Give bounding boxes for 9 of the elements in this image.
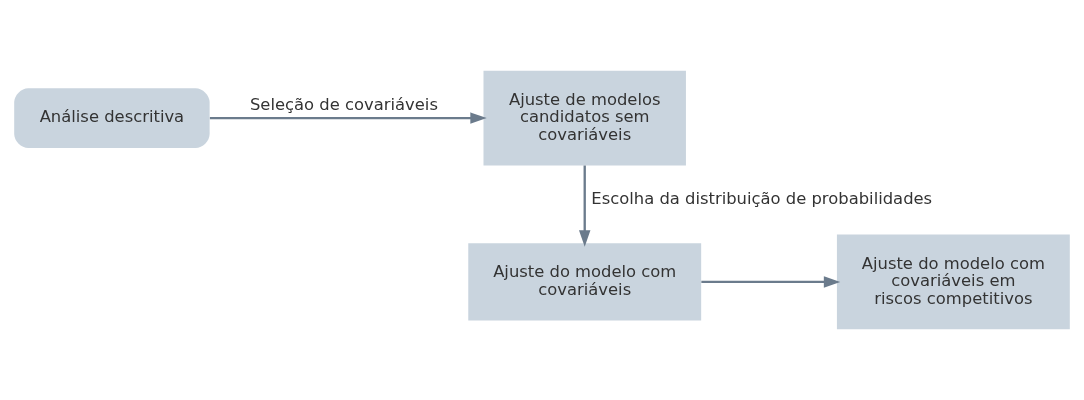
- edge-label: Escolha da distribuição de probabilidades: [591, 189, 933, 209]
- arrow: [209, 112, 487, 124]
- node-box: Ajuste do modelo com covariáveis em riscos competitivos: [836, 234, 1070, 330]
- arrow: [701, 276, 841, 288]
- node-box: Análise descritiva: [14, 88, 210, 148]
- arrow: [578, 165, 591, 247]
- edge-label: Seleção de covariáveis: [249, 95, 438, 115]
- node-box: Ajuste de modelos candidatos sem covariáveis: [483, 70, 686, 166]
- node-box: Ajuste do modelo com covariáveis: [468, 243, 702, 321]
